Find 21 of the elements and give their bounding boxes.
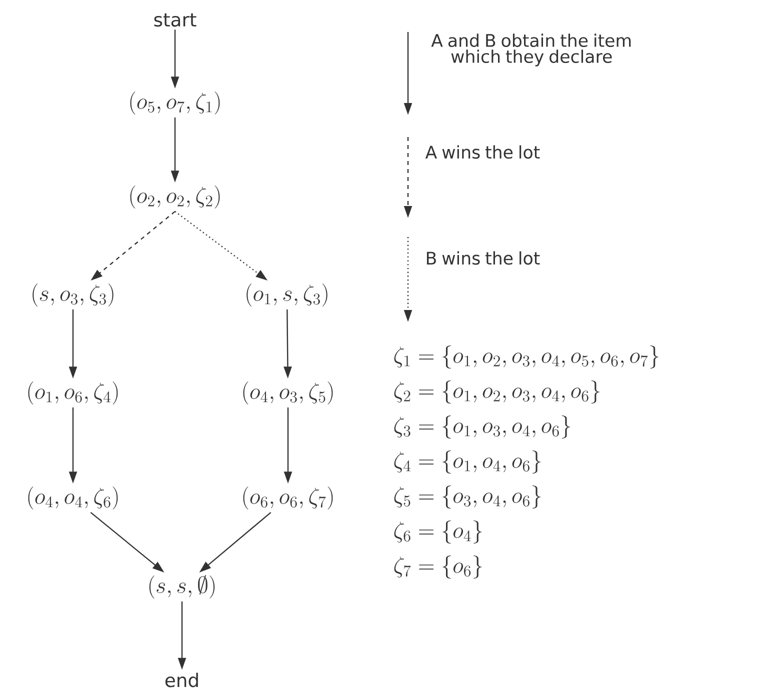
state-label: $(o_1, o_6, \zeta_4)$ — [28, 382, 118, 405]
legend-text: B wins the lot — [426, 251, 540, 265]
state-label: $(s, s, \emptyset)$ — [149, 574, 215, 599]
set-definition: $\zeta_4 = \{o_1, o_4, o_6\}$ — [394, 450, 541, 474]
state-label: $(o_5, o_7, \zeta_1)$ — [130, 92, 220, 115]
set-definition: $\zeta_6 = \{o_4\}$ — [394, 520, 482, 544]
terminal-label: end — [165, 672, 198, 688]
state-label: $(o_6, o_6, \zeta_7)$ — [243, 486, 333, 510]
state-label: $(o_1, s, \zeta_3)$ — [246, 284, 328, 307]
state-label: $(s, o_3, \zeta_3)$ — [32, 284, 114, 307]
terminal-label: start — [154, 13, 196, 27]
set-definition: $\zeta_1 = \{o_1, o_2, o_3, o_4, o_5, o_6, o_7\}$ — [394, 345, 658, 369]
legend-text: A and B obtain the item which they declare — [431, 34, 631, 66]
legend-text: A wins the lot — [425, 145, 540, 159]
set-definition: $\zeta_3 = \{o_1, o_3, o_4, o_6\}$ — [394, 415, 570, 439]
state-label: $(o_2, o_2, \zeta_2)$ — [130, 186, 220, 209]
state-label: $(o_4, o_3, \zeta_5)$ — [243, 382, 333, 405]
set-definition: $\zeta_2 = \{o_1, o_2, o_3, o_4, o_6\}$ — [394, 380, 600, 404]
set-definition: $\zeta_5 = \{o_3, o_4, o_6\}$ — [394, 485, 541, 509]
state-label: $(o_4, o_4, \zeta_6)$ — [28, 486, 118, 510]
set-definition: $\zeta_7 = \{o_6\}$ — [394, 555, 482, 579]
